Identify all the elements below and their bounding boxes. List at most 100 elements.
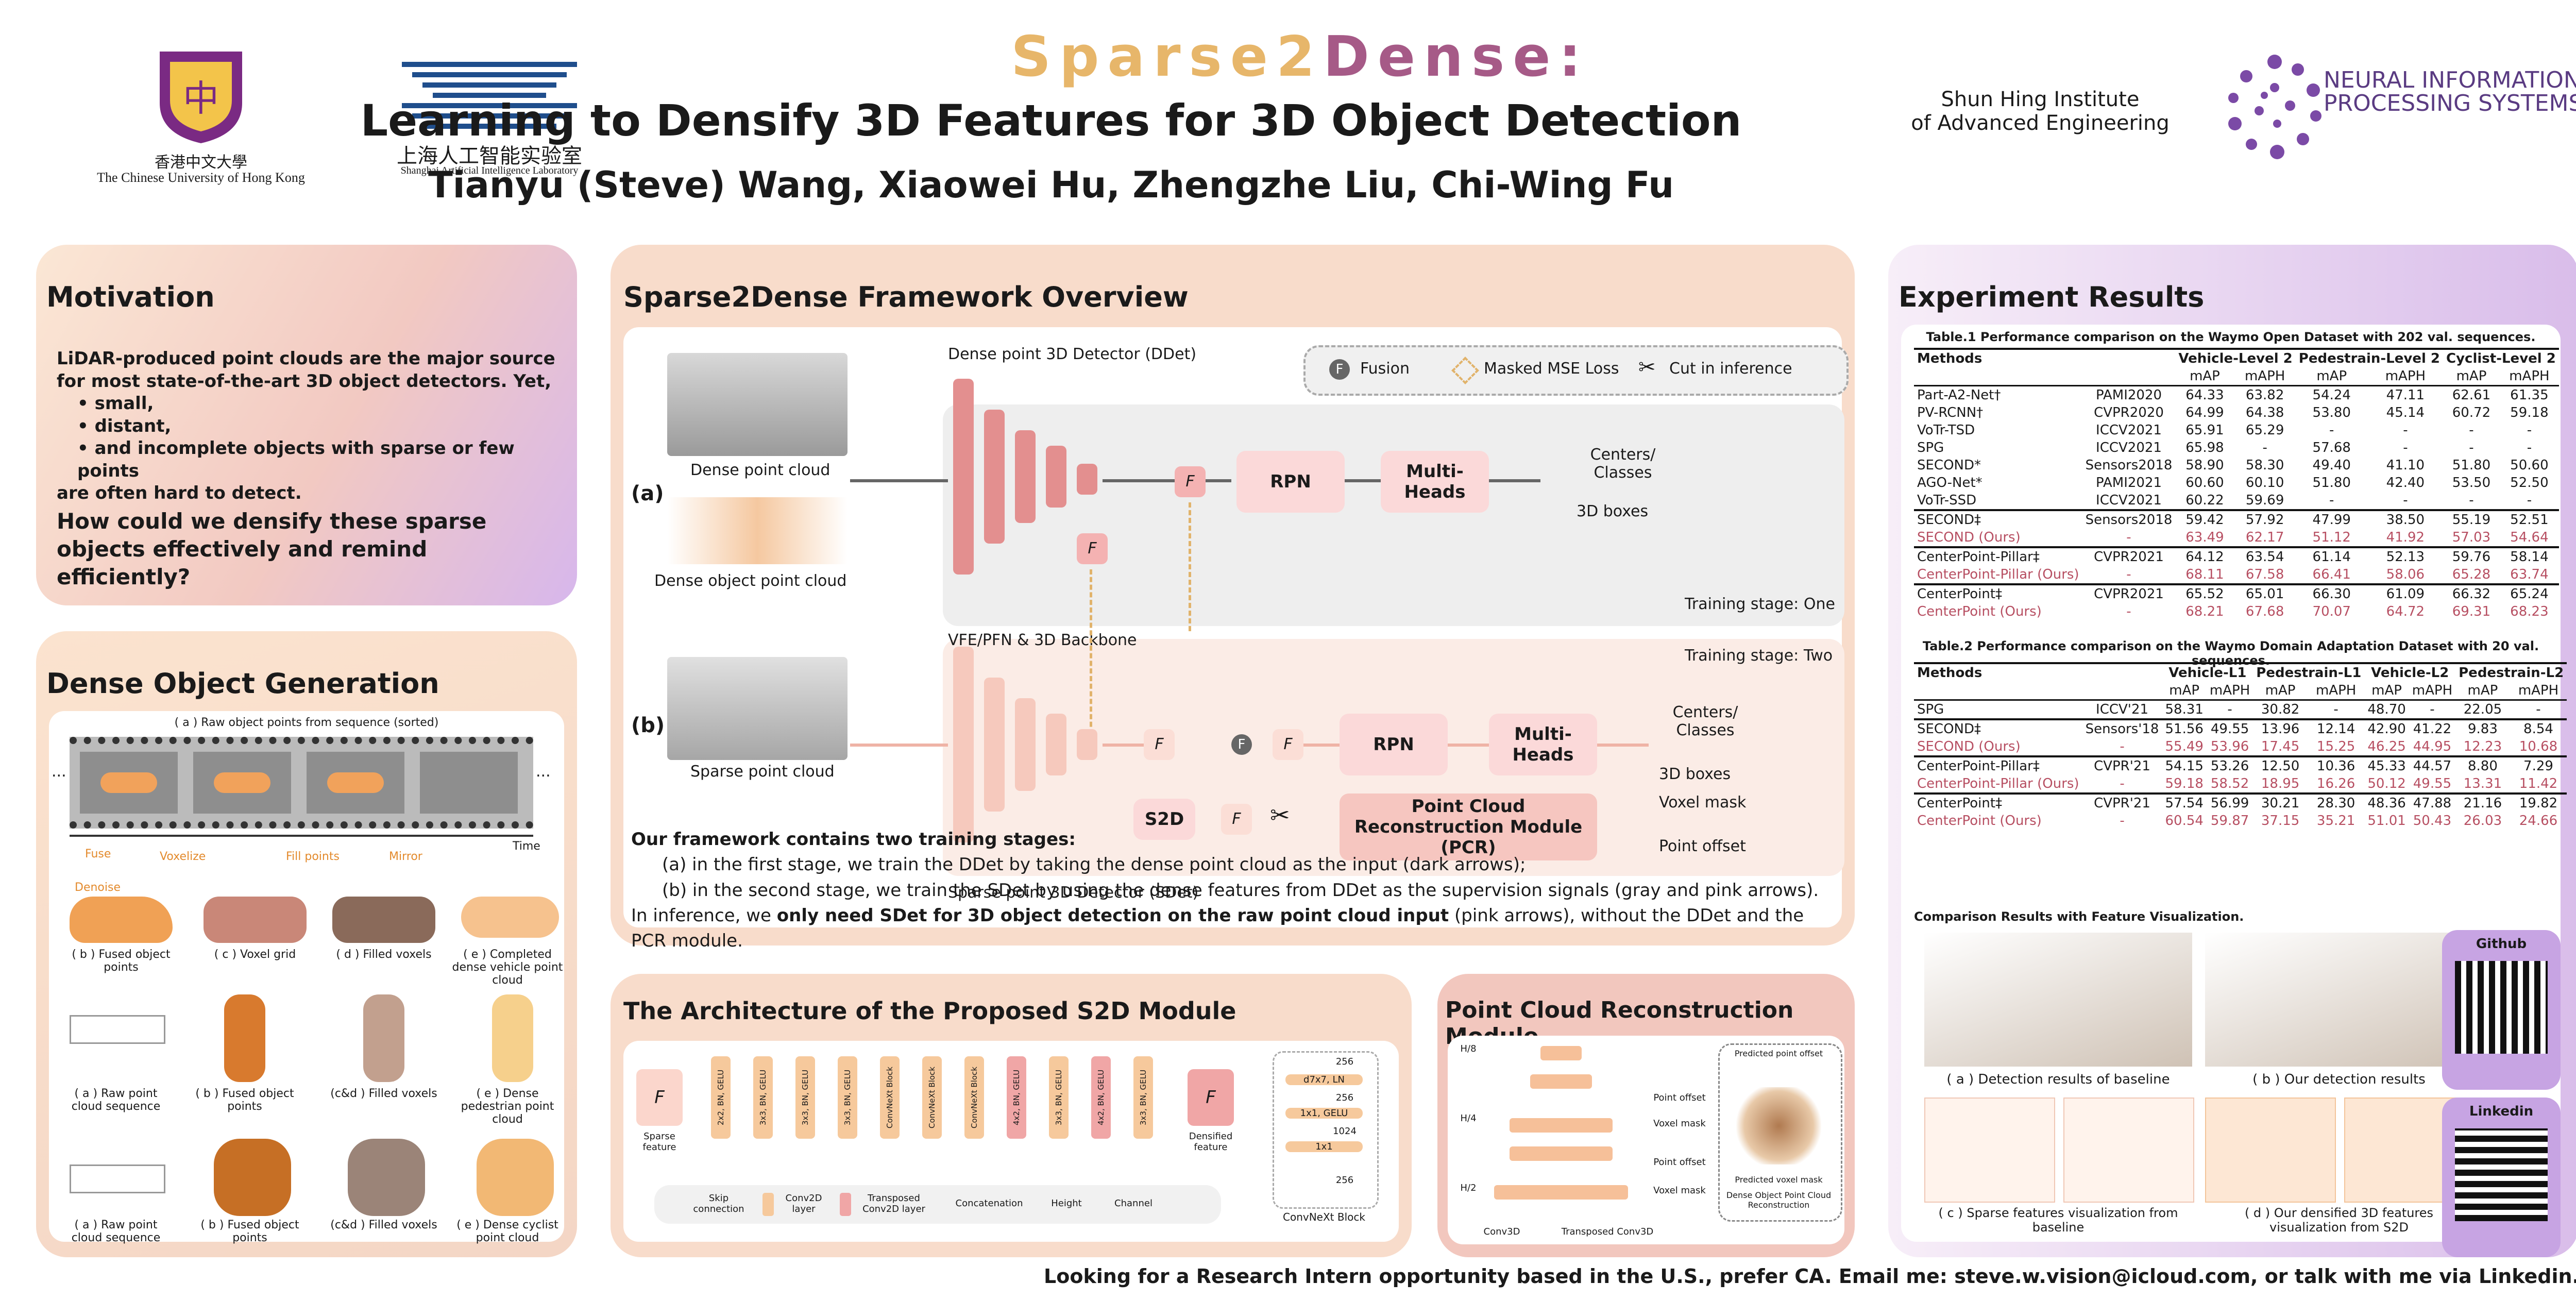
car-voxel: [204, 897, 307, 943]
poster-title: Sparse2Dense:: [0, 25, 2576, 89]
pcr-out-4: Voxel mask: [1653, 1185, 1706, 1196]
motivation-text: LiDAR-produced point clouds are the majo…: [57, 348, 572, 505]
voxelize-label: Voxelize: [160, 850, 206, 863]
metric-header: mAPH: [2499, 367, 2559, 386]
shlab-name-en: Shanghai Artificial Intelligence Laborat…: [400, 165, 579, 176]
pcr-pred-image: [1736, 1087, 1821, 1164]
label-a: (a): [631, 482, 664, 505]
motivation-bullet-1: • small,: [77, 393, 154, 414]
sdet-arrow-5: [1597, 744, 1649, 747]
dense-obj-image: [667, 497, 848, 564]
pcr-pred-box: [1718, 1043, 1842, 1222]
convnext-layer-2: 1x1, GELU: [1285, 1108, 1363, 1119]
linkedin-qr-icon[interactable]: [2455, 1128, 2548, 1221]
sdet-label: Sparse point 3D Detector (SDet): [948, 884, 1199, 902]
ddet-centers: Centers/ Classes: [1590, 446, 1656, 482]
results-title: Experiment Results: [1899, 281, 2205, 313]
linkedin-card[interactable]: Linkedin: [2442, 1098, 2561, 1257]
ddet-arrow-1: [850, 479, 948, 482]
ped-raw: [70, 1015, 165, 1044]
row2-cap-cd: (c&d ) Filled voxels: [330, 1087, 437, 1100]
framework-title: Sparse2Dense Framework Overview: [623, 281, 1189, 313]
sdet-layer-1: [953, 647, 974, 842]
fill-label: Fill points: [286, 850, 340, 863]
pcr-block-4: [1510, 1146, 1613, 1161]
svg-text:中: 中: [183, 77, 219, 120]
shlab-mark-icon: [402, 62, 577, 129]
group-header: Cyclist-Level 2: [2443, 348, 2559, 367]
pcr-scale-3: H/2: [1460, 1183, 1477, 1193]
metric-header: mAP: [2253, 682, 2308, 701]
cut-icon: ✂: [1638, 356, 1656, 379]
neurips-dots-icon: [2228, 55, 2321, 159]
stage-two-label: Training stage: Two: [1685, 647, 1833, 665]
ddet-boxes: 3D boxes: [1577, 502, 1649, 520]
framework-desc: Our framework contains two training stag…: [631, 827, 1842, 954]
legend-mse: Masked MSE Loss: [1484, 360, 1619, 378]
sparse-pc-image: [667, 657, 848, 760]
desc-title: Our framework contains two training stag…: [631, 829, 1076, 850]
sdet-layer-2: [984, 678, 1005, 812]
label-b: (b): [631, 714, 665, 737]
pcr-block-5: [1494, 1185, 1628, 1200]
cuhk-name-en: The Chinese University of Hong Kong: [97, 170, 305, 185]
neurips-line1: PROCESSING SYSTEMS: [2324, 90, 2576, 116]
row2-cap-b: ( b ) Fused object points: [195, 1087, 294, 1113]
convnext-dim-1: 256: [1335, 1056, 1354, 1067]
cyc-dense: [477, 1139, 554, 1216]
fusion-node: F: [1231, 734, 1252, 755]
group-header: Vehicle-Level 2: [2175, 348, 2296, 367]
legend-conv: Conv2D layer: [785, 1193, 822, 1214]
ddet-fb-box: F: [1077, 533, 1108, 564]
convnext-layer-3: 1x1: [1285, 1141, 1363, 1152]
results-panel: Experiment Results Table.1 Performance c…: [1888, 245, 2576, 1257]
convnext-dim-3: 1024: [1333, 1126, 1357, 1137]
time-label: Time: [513, 840, 540, 853]
metric-header: mAPH: [2206, 682, 2253, 701]
dense-gen-panel: Dense Object Generation ( a ) Raw object…: [36, 631, 577, 1257]
github-card[interactable]: Github: [2442, 930, 2561, 1090]
car-complete: [461, 897, 559, 938]
row2-cap-e: ( e ) Dense pedestrian point cloud: [461, 1087, 554, 1126]
github-qr-icon[interactable]: [2455, 961, 2548, 1054]
row1-cap-d: ( d ) Filled voxels: [336, 948, 432, 961]
title-part-b: Dense:: [1323, 25, 1589, 89]
car-fused: [70, 897, 173, 943]
pcr-point-offset: Point offset: [1659, 837, 1746, 855]
cuhk-crest-icon: 中: [160, 52, 242, 143]
convnext-dim-4: 256: [1335, 1175, 1354, 1186]
t2-caption: Table.2 Performance comparison on the Wa…: [1922, 639, 2539, 668]
metric-header: mAPH: [2510, 682, 2567, 701]
sdet-layer-5: [1077, 729, 1097, 760]
legend-skip: Skip connection: [693, 1193, 744, 1214]
motivation-panel: Motivation LiDAR-produced point clouds a…: [36, 245, 577, 605]
github-label: Github: [2476, 936, 2527, 952]
row1-cap-e: ( e ) Completed dense vehicle point clou…: [452, 948, 563, 987]
pcr-panel: Point Cloud Reconstruction Module H/8 H/…: [1437, 974, 1855, 1257]
legend-conv3d: Conv3D: [1483, 1226, 1520, 1237]
car-filled: [332, 897, 435, 943]
row3-cap-b: ( b ) Fused object points: [200, 1219, 299, 1244]
desc-b: (b) in the second stage, we train the SD…: [662, 880, 1819, 901]
s2d-output-box: F: [1188, 1069, 1234, 1126]
s2d-output-label: Densified feature: [1189, 1131, 1233, 1153]
mse-link-a: [1189, 502, 1191, 631]
s2d-block: 2x2, BN, GELU: [711, 1056, 731, 1139]
row3-cap-cd: (c&d ) Filled voxels: [330, 1219, 437, 1231]
cyc-raw: [70, 1164, 165, 1193]
metric-header: mAPH: [2409, 682, 2456, 701]
motivation-question: How could we densify these sparse object…: [57, 509, 487, 589]
s2d-block: 3x3, BN, GELU: [838, 1056, 857, 1139]
s2d-block: 3x3, BN, GELU: [1133, 1056, 1153, 1139]
convnext-detail: [1273, 1051, 1379, 1209]
convnext-dim-2: 256: [1335, 1092, 1354, 1103]
legend-channel: Channel: [1114, 1198, 1153, 1209]
stage-one-box: [943, 404, 1844, 626]
ped-fused: [224, 994, 265, 1082]
film-dots-right: ...: [536, 763, 551, 781]
